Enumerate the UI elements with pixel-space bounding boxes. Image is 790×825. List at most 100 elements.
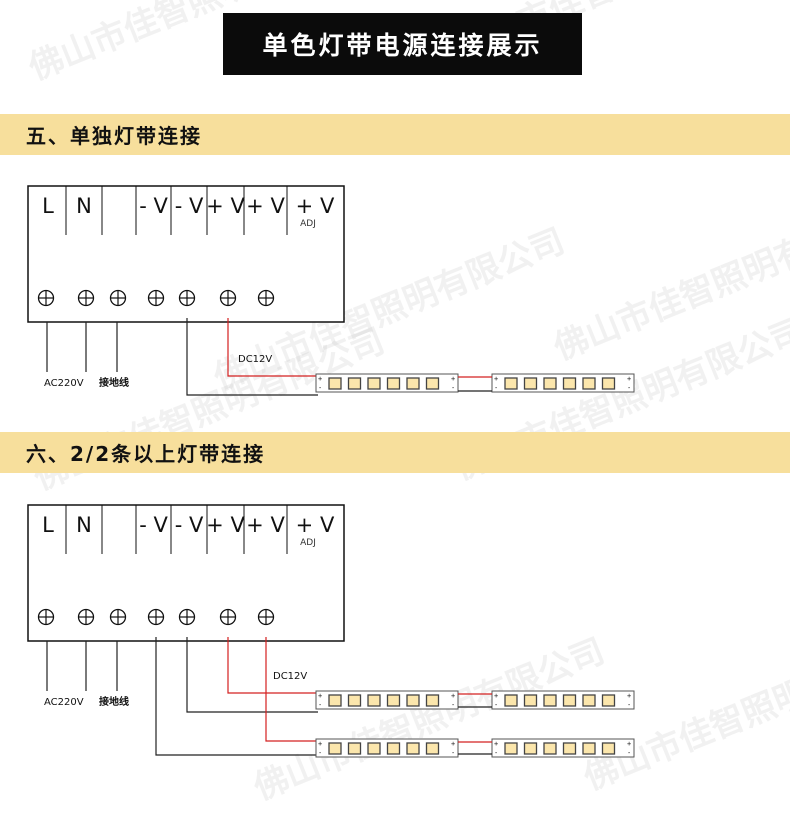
strip-plus-right: + (627, 740, 631, 748)
led-chip (425, 694, 440, 707)
page-title: 单色灯带电源连接展示 (223, 13, 582, 75)
led-chip (367, 742, 381, 755)
section-heading-multi: 六、2/2条以上灯带连接 (0, 432, 790, 473)
strip-plus-right: + (451, 375, 455, 383)
led-strip: +-+- (491, 373, 635, 393)
led-chip (406, 694, 420, 707)
led-chip (562, 742, 577, 755)
led-chip (347, 742, 362, 755)
led-strip: +-+- (491, 690, 635, 710)
strip-minus-right: - (627, 384, 631, 392)
led-chip (543, 377, 557, 390)
adj-label: ADJ (300, 538, 316, 548)
led-chip (523, 694, 538, 707)
led-strip: +-+- (491, 738, 635, 758)
led-chip (523, 742, 538, 755)
terminal-label: + V (246, 194, 285, 218)
strip-plus-left: + (318, 692, 322, 700)
strip-plus-left: + (494, 375, 498, 383)
strip-plus-right: + (451, 740, 455, 748)
led-chip (504, 377, 518, 390)
dc-label: DC12V (238, 354, 272, 365)
led-chip (601, 742, 616, 755)
led-chip (504, 694, 518, 707)
terminal-label: L (42, 194, 54, 218)
led-chip (406, 377, 420, 390)
strip-plus-left: + (318, 740, 322, 748)
led-chip (562, 377, 577, 390)
negative-wire-2 (155, 637, 318, 756)
led-chip (386, 377, 401, 390)
screw-terminal-icon (147, 608, 165, 626)
strip-plus-left: + (494, 740, 498, 748)
strip-minus-right: - (451, 384, 455, 392)
led-strip: +-+- (315, 738, 459, 758)
led-chip (562, 694, 577, 707)
terminal-label: - V (175, 513, 204, 537)
ground-label: 接地线 (99, 376, 129, 389)
adj-label: ADJ (300, 219, 316, 229)
ac-label: AC220V (44, 697, 84, 708)
negative-wire (186, 318, 318, 396)
strip-minus-left: - (318, 749, 322, 757)
terminal-label: + V (246, 513, 285, 537)
led-strip: +-+- (315, 690, 459, 710)
terminal-label: + V (206, 194, 245, 218)
negative-wire (186, 637, 318, 713)
dc-label: DC12V (273, 671, 307, 682)
led-chip (347, 377, 362, 390)
led-chip (328, 694, 342, 707)
led-strip: +-+- (315, 373, 459, 393)
screw-terminal-icon (178, 289, 196, 307)
strip-plus-right: + (627, 375, 631, 383)
strip-plus-left: + (494, 692, 498, 700)
led-chip (601, 694, 616, 707)
ground-label: 接地线 (99, 695, 129, 708)
led-chip (328, 377, 342, 390)
screw-terminal-icon (219, 608, 237, 626)
led-chip (601, 377, 616, 390)
screw-terminal-icon (109, 289, 127, 307)
led-chip (367, 377, 381, 390)
strip-minus-left: - (494, 701, 498, 709)
terminal-label: - V (139, 194, 168, 218)
led-chip (347, 694, 362, 707)
strip-minus-right: - (451, 749, 455, 757)
screw-terminal-icon (109, 608, 127, 626)
led-chip (406, 742, 420, 755)
screw-terminal-icon (37, 608, 55, 626)
strip-minus-left: - (494, 749, 498, 757)
led-chip (328, 742, 342, 755)
led-chip (582, 377, 596, 390)
strip-plus-left: + (318, 375, 322, 383)
positive-wire (227, 318, 318, 377)
led-chip (582, 742, 596, 755)
led-chip (425, 377, 440, 390)
ac-label: AC220V (44, 378, 84, 389)
strip-minus-right: - (451, 701, 455, 709)
screw-terminal-icon (219, 289, 237, 307)
led-chip (386, 742, 401, 755)
terminal-label: L (42, 513, 54, 537)
terminal-label: + V (206, 513, 245, 537)
terminal-label: + V (296, 513, 335, 537)
terminal-label: + V (296, 194, 335, 218)
led-chip (582, 694, 596, 707)
led-chip (425, 742, 440, 755)
strip-minus-left: - (318, 701, 322, 709)
screw-terminal-icon (178, 608, 196, 626)
terminal-label: - V (139, 513, 168, 537)
terminal-label: - V (175, 194, 204, 218)
led-chip (504, 742, 518, 755)
strip-minus-left: - (494, 384, 498, 392)
positive-wire-2 (265, 637, 318, 742)
strip-plus-right: + (627, 692, 631, 700)
screw-terminal-icon (77, 289, 95, 307)
screw-terminal-icon (77, 608, 95, 626)
led-chip (523, 377, 538, 390)
strip-minus-right: - (627, 701, 631, 709)
led-chip (367, 694, 381, 707)
terminal-label: N (76, 513, 92, 537)
screw-terminal-icon (257, 608, 275, 626)
